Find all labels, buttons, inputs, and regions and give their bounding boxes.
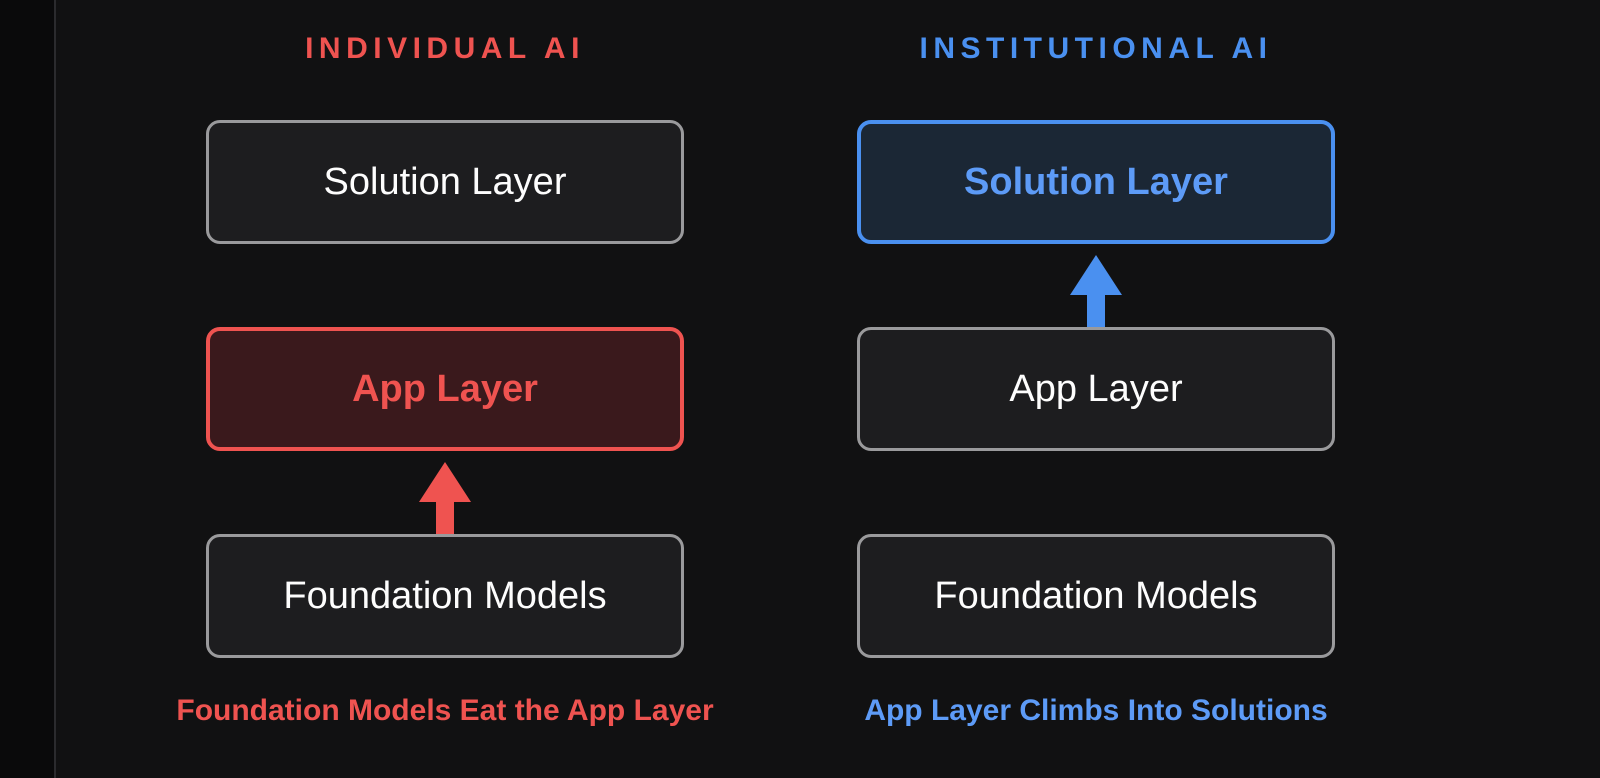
caption-individual-ai: Foundation Models Eat the App Layer [176,694,714,727]
column-institutional-ai: INSTITUTIONAL AI Solution Layer App Laye… [857,0,1335,778]
layer-box-label: Foundation Models [283,575,607,617]
layer-box-label: Foundation Models [934,575,1258,617]
layer-box-label: App Layer [352,368,538,410]
caption-institutional-ai: App Layer Climbs Into Solutions [864,694,1328,727]
column-header-individual-ai: INDIVIDUAL AI [305,32,585,65]
layer-box-label: App Layer [1009,368,1183,410]
layer-box-app-layer-institutional[interactable]: App Layer [857,327,1335,451]
layer-box-label: Solution Layer [323,161,567,203]
arrow-head [419,462,471,502]
gutter-divider-line [54,0,56,778]
left-gutter-band [0,0,54,778]
layer-box-foundation-models-institutional[interactable]: Foundation Models [857,534,1335,658]
arrow-head [1070,255,1122,295]
layer-box-label: Solution Layer [964,161,1228,203]
layer-box-solution-layer-institutional[interactable]: Solution Layer [857,120,1335,244]
column-header-institutional-ai: INSTITUTIONAL AI [919,32,1273,65]
layer-box-foundation-models-individual[interactable]: Foundation Models [206,534,684,658]
layer-box-solution-layer-individual[interactable]: Solution Layer [206,120,684,244]
column-individual-ai: INDIVIDUAL AI Solution Layer App Layer F… [176,0,713,778]
layer-box-app-layer-individual[interactable]: App Layer [206,327,684,451]
